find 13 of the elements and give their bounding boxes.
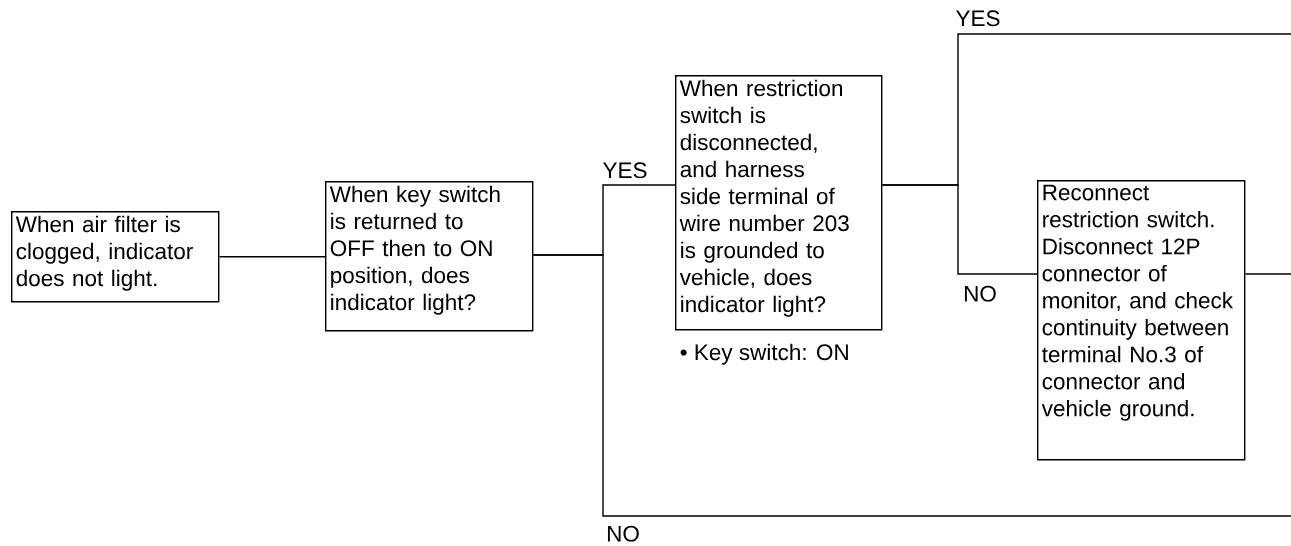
edge-label: YES bbox=[955, 10, 1001, 27]
process-box: When restriction switch is disconnected, and harness side terminal of wire number 203 is grounded to vehicle, does indicator light? bbox=[675, 75, 883, 331]
connector-line bbox=[218, 256, 326, 258]
edge-label: YES bbox=[602, 162, 648, 179]
connector-line bbox=[1244, 273, 1291, 275]
connector-line bbox=[881, 184, 1038, 275]
bullet-note: • Key switch: ON bbox=[680, 343, 848, 365]
edge-label: NO bbox=[606, 525, 640, 542]
process-box: When air filter is clogged, indicator does not light. bbox=[11, 211, 220, 303]
connector-line bbox=[532, 254, 1291, 517]
edge-label: NO bbox=[963, 285, 997, 302]
process-box: When key switch is returned to OFF then to ON position, does indicator light? bbox=[325, 181, 534, 332]
process-box: Reconnect restriction switch. Disconnect 12P connector of monitor, and check continuity between terminal No.3 of connector and vehicle ground. bbox=[1037, 180, 1246, 461]
